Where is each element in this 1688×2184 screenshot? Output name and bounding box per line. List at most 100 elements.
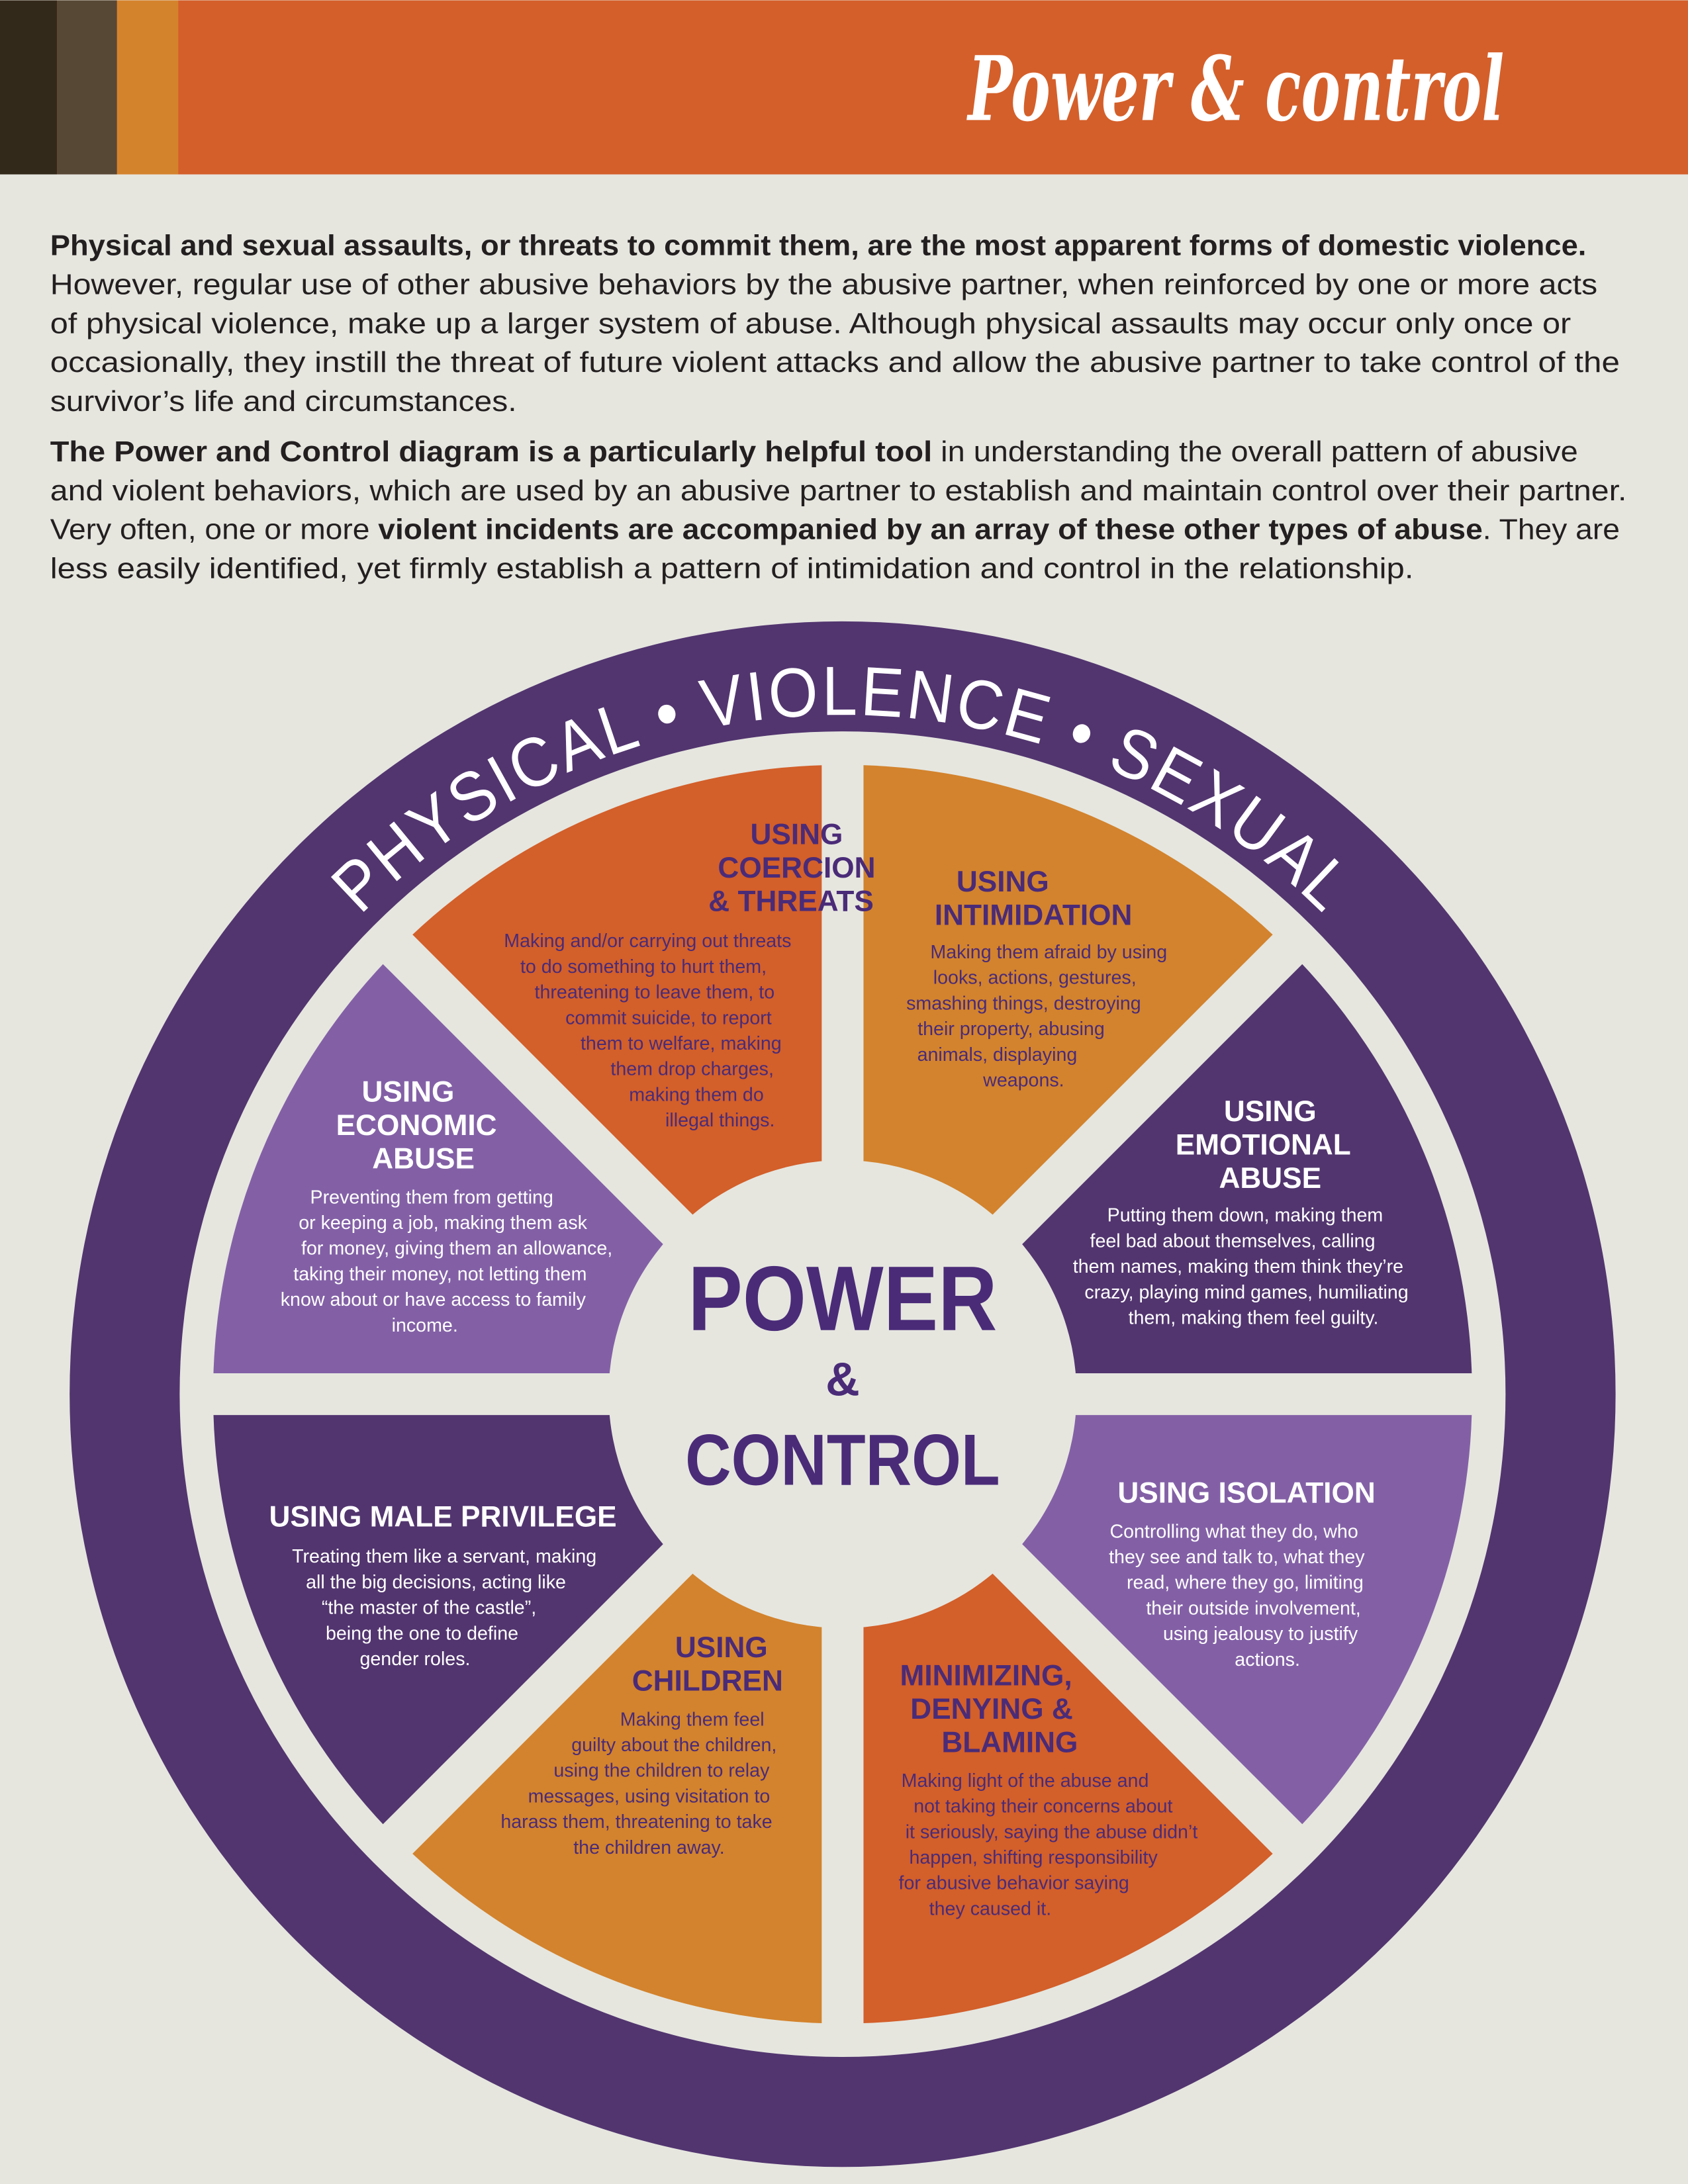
intro-p2-line4: less easily identified, yet firmly estab… xyxy=(50,553,1414,585)
segment-title: ECONOMIC xyxy=(336,1109,497,1142)
intro-p1-line4: occasionally, they instill the threat of… xyxy=(50,347,1620,379)
segment-description-line: Making and/or carrying out threats xyxy=(504,931,791,952)
segment-description-line: Treating them like a servant, making xyxy=(292,1546,596,1567)
header-banner: Power & control xyxy=(0,0,1688,175)
segment-description-line: “the master of the castle”, xyxy=(322,1598,536,1619)
stripe-brown xyxy=(57,0,117,175)
segment-description-line: for money, giving them an allowance, xyxy=(301,1238,612,1259)
intro-p1-line5: survivor’s life and circumstances. xyxy=(50,386,517,418)
segment-isolation: USING ISOLATION Controlling what they do,… xyxy=(1109,1477,1376,1670)
segment-title: USING MALE PRIVILEGE xyxy=(269,1500,616,1533)
intro-p2-bold1: The Power and Control diagram is a parti… xyxy=(50,436,932,468)
segment-description-line: the children away. xyxy=(573,1837,724,1858)
segment-male-privilege: USING MALE PRIVILEGE Treating them like a… xyxy=(269,1500,616,1670)
segment-description-line: to do something to hurt them, xyxy=(520,956,767,978)
segment-description-line: it seriously, saying the abuse didn’t xyxy=(906,1821,1198,1843)
segment-description-line: income. xyxy=(392,1315,458,1336)
segment-description-line: harass them, threatening to take xyxy=(500,1811,772,1833)
power-control-wheel: PHYSICAL • VIOLENCE • SEXUAL POWER & CON… xyxy=(70,621,1616,2167)
intro-p1-line1: Physical and sexual assaults, or threats… xyxy=(50,230,1587,262)
segment-title: & THREATS xyxy=(708,885,873,917)
segment-title: CHILDREN xyxy=(632,1665,783,1698)
intro-p2-line3: Very often, one or more violent incident… xyxy=(50,514,1620,546)
segment-description-line: looks, actions, gestures, xyxy=(933,968,1137,989)
segment-title: USING ISOLATION xyxy=(1117,1477,1375,1510)
segment-title: USING xyxy=(675,1631,768,1664)
segment-description-line: Controlling what they do, who xyxy=(1109,1521,1358,1542)
segment-description-line: them names, making them think they’re xyxy=(1073,1256,1403,1277)
hub xyxy=(608,1160,1077,1629)
segment-description-line: guilty about the children, xyxy=(571,1735,776,1756)
segment-description-line: Making them feel xyxy=(620,1709,765,1730)
banner-background xyxy=(0,0,1688,175)
segment-description-line: Making them afraid by using xyxy=(930,942,1167,963)
stripe-amber xyxy=(117,0,179,175)
segment-description-line: happen, shifting responsibility xyxy=(909,1847,1158,1868)
segment-description-line: Preventing them from getting xyxy=(310,1187,553,1208)
segment-description-line: read, where they go, limiting xyxy=(1127,1572,1364,1594)
segment-minimizing: MINIMIZING,DENYING &BLAMING Making light … xyxy=(899,1659,1198,1919)
segment-description-line: all the big decisions, acting like xyxy=(306,1572,566,1593)
segment-description-line: them to welfare, making xyxy=(581,1033,782,1054)
segment-title: MINIMIZING, xyxy=(900,1659,1072,1692)
intro-p2-text1: in understanding the overall pattern of … xyxy=(932,436,1578,468)
segment-description-line: crazy, playing mind games, humiliating xyxy=(1084,1282,1408,1303)
intro-p1-line3: of physical violence, make up a larger s… xyxy=(50,308,1571,340)
segment-description-line: illegal things. xyxy=(665,1110,774,1131)
segment-title: ABUSE xyxy=(372,1143,475,1175)
segment-description-line: not taking their concerns about xyxy=(914,1796,1172,1817)
segment-description-line: feel bad about themselves, calling xyxy=(1090,1230,1376,1251)
segment-description-line: taking their money, not letting them xyxy=(293,1263,586,1285)
segment-title: BLAMING xyxy=(941,1726,1078,1758)
segment-description-line: animals, displaying xyxy=(917,1044,1078,1066)
segment-description-line: actions. xyxy=(1235,1649,1300,1670)
segment-description-line: making them do xyxy=(629,1084,764,1105)
intro-p2-bold3: violent incidents are accompanied by an … xyxy=(378,514,1482,546)
hub-control: CONTROL xyxy=(685,1420,1000,1500)
intro-p2-text3a: Very often, one or more xyxy=(50,514,379,546)
segment-description-line: or keeping a job, making them ask xyxy=(299,1212,587,1234)
segment-title: EMOTIONAL xyxy=(1176,1129,1351,1161)
segment-title: ABUSE xyxy=(1219,1162,1321,1195)
page-title: Power & control xyxy=(966,36,1505,141)
intro-p2-line1: The Power and Control diagram is a parti… xyxy=(50,436,1578,468)
segment-description-line: messages, using visitation to xyxy=(528,1786,771,1807)
segment-title: COERCION xyxy=(718,852,875,884)
segment-title: DENYING & xyxy=(910,1693,1072,1725)
segment-description-line: their outside involvement, xyxy=(1146,1598,1360,1619)
segment-title: USING xyxy=(362,1076,455,1109)
segment-title: INTIMIDATION xyxy=(935,899,1133,932)
segment-description-line: using jealousy to justify xyxy=(1163,1623,1358,1645)
hub-ampersand: & xyxy=(825,1353,860,1406)
segment-description-line: smashing things, destroying xyxy=(906,993,1141,1014)
hub-power: POWER xyxy=(688,1248,997,1350)
segment-description-line: using the children to relay xyxy=(553,1760,770,1782)
segment-description-line: their property, abusing xyxy=(917,1019,1105,1040)
hub-label: POWER & CONTROL xyxy=(685,1248,1000,1501)
segment-description-line: them, making them feel guilty. xyxy=(1129,1308,1379,1329)
segment-description-line: know about or have access to family xyxy=(281,1289,586,1310)
intro-p1-line2: However, regular use of other abusive be… xyxy=(50,269,1598,300)
segment-title: USING xyxy=(957,866,1049,898)
segment-title: USING xyxy=(751,818,843,850)
segment-description-line: them drop charges, xyxy=(610,1059,773,1080)
segment-description-line: for abusive behavior saying xyxy=(899,1873,1129,1894)
segment-title: USING xyxy=(1224,1095,1317,1128)
segment-description-line: they caused it. xyxy=(929,1898,1051,1919)
stripe-dark xyxy=(0,0,58,175)
segment-description-line: being the one to define xyxy=(326,1623,518,1644)
segment-description-line: Making light of the abuse and xyxy=(902,1770,1149,1792)
segment-description-line: they see and talk to, what they xyxy=(1109,1547,1365,1568)
segment-description-line: gender roles. xyxy=(359,1649,470,1670)
intro-text: Physical and sexual assaults, or threats… xyxy=(50,230,1627,585)
intro-p2-text3c: . They are xyxy=(1483,514,1620,546)
segment-description-line: Putting them down, making them xyxy=(1107,1205,1383,1226)
segment-description-line: threatening to leave them, to xyxy=(535,982,775,1003)
